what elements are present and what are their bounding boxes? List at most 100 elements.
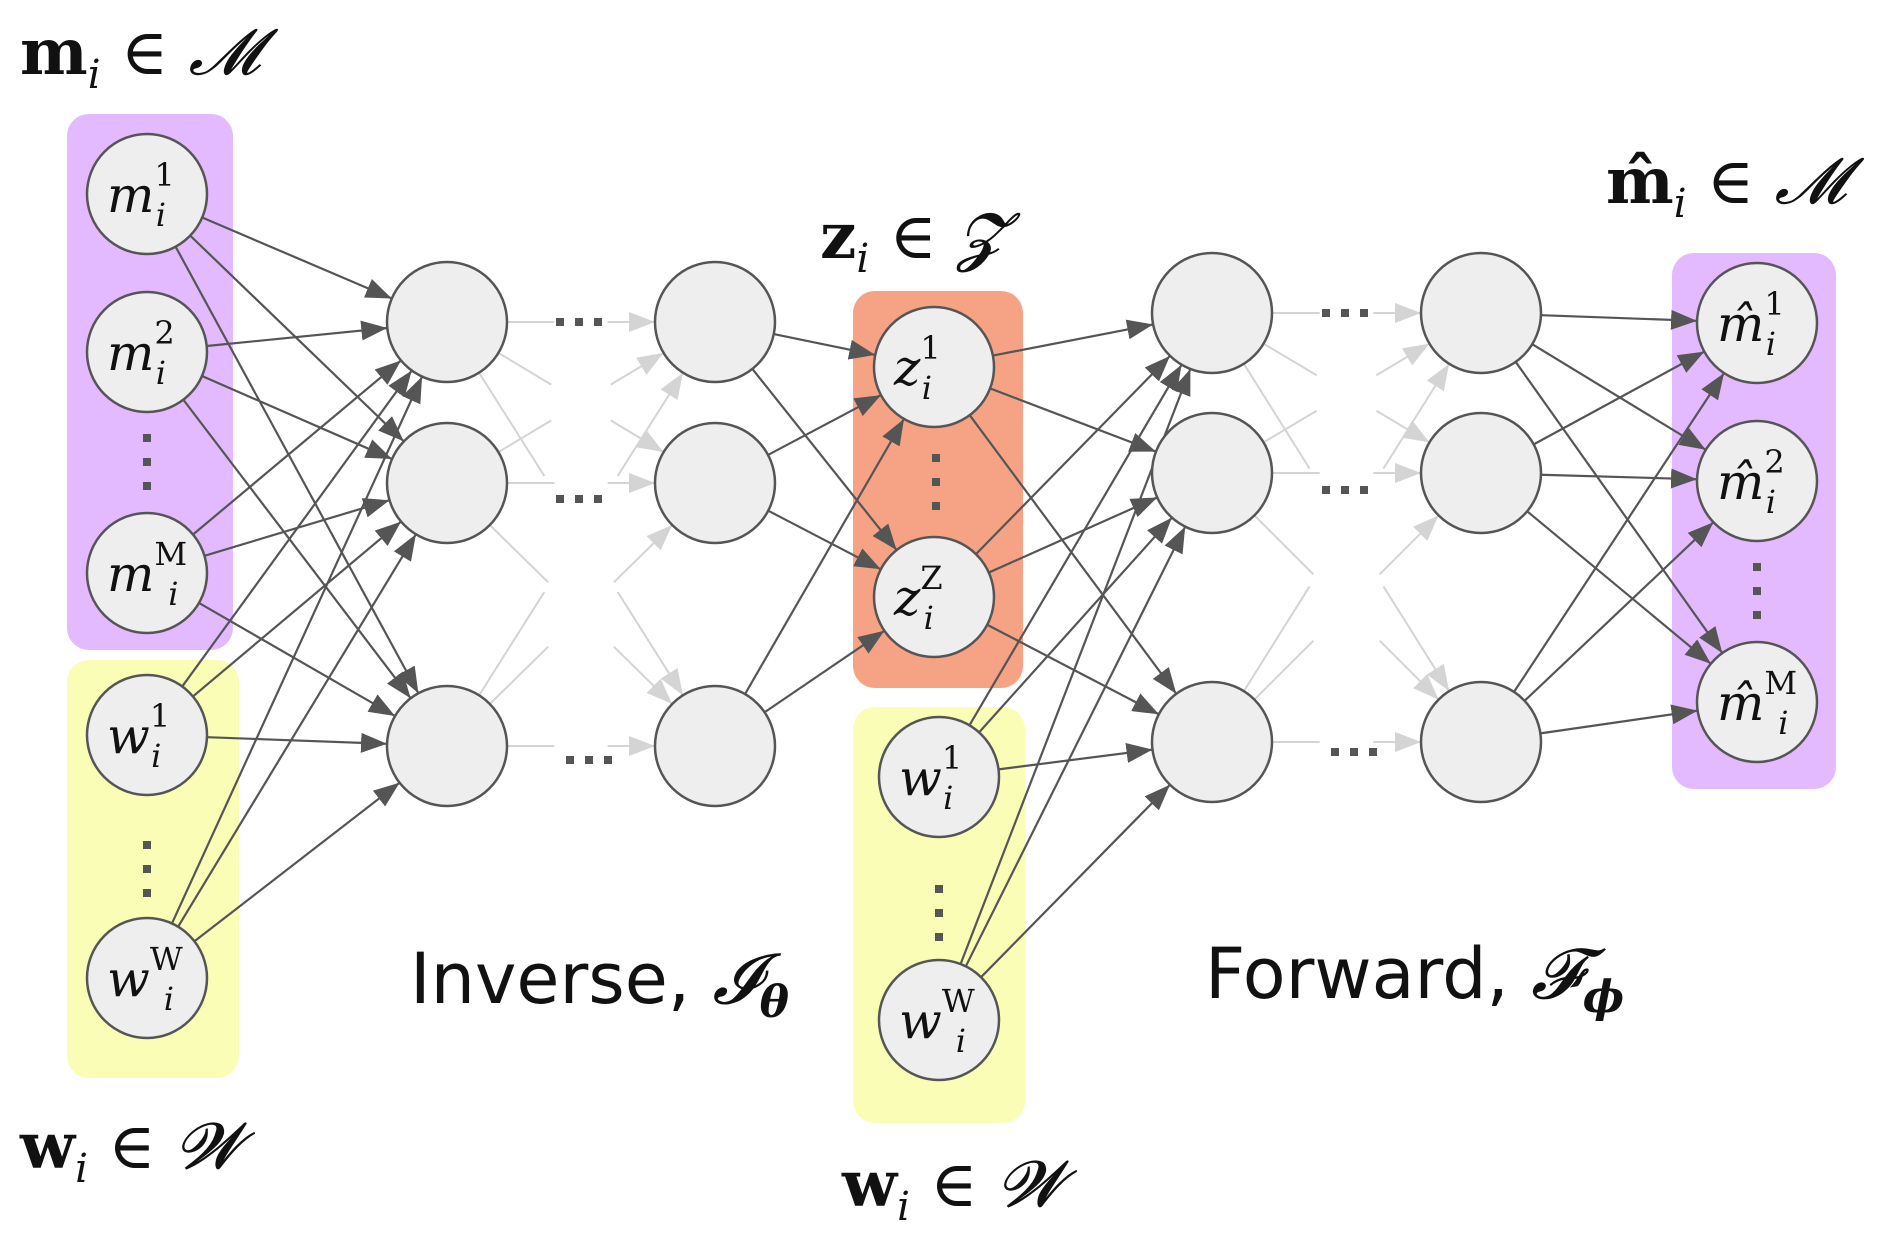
faint-edge-stub-out xyxy=(489,645,549,705)
edge-hidden-to-latent xyxy=(744,418,905,695)
horizontal-ellipsis xyxy=(575,495,583,503)
node-circle xyxy=(872,305,996,429)
vertical-ellipsis xyxy=(935,933,943,941)
horizontal-ellipsis xyxy=(594,495,602,503)
edge-hidden-to-latent xyxy=(767,509,882,571)
horizontal-ellipsis xyxy=(575,318,583,326)
hidden-node-inverse-1 xyxy=(385,260,509,384)
vertical-ellipsis xyxy=(143,434,151,442)
hidden-node-inverse-1 xyxy=(385,421,509,545)
edge-input-to-hidden xyxy=(201,375,393,460)
edge-hidden-to-output xyxy=(1526,510,1712,665)
faint-edge-stub-out xyxy=(1263,409,1318,444)
latent-set-label: zi ∈ 𝓩 xyxy=(820,199,1021,282)
edge-latent-to-hidden xyxy=(992,319,1154,357)
vertical-ellipsis xyxy=(932,454,940,462)
edge-input-to-hidden xyxy=(182,399,412,699)
edge-hidden-to-output xyxy=(1533,350,1705,446)
condition-set-label-mid: wi ∈ 𝓦 xyxy=(841,1147,1078,1230)
edge-condition-to-hidden xyxy=(206,732,388,753)
horizontal-ellipsis xyxy=(1360,486,1368,494)
edge-hidden-to-output xyxy=(1540,704,1698,735)
forward-caption: Forward, 𝓕ϕ xyxy=(1205,933,1624,1023)
faint-edge-stub-out xyxy=(1253,514,1315,576)
faint-edge-stub-in xyxy=(616,591,684,696)
hidden-node-inverse-2 xyxy=(653,421,777,545)
horizontal-ellipsis xyxy=(604,756,612,764)
horizontal-ellipsis xyxy=(566,756,574,764)
faint-edge-stub-in xyxy=(610,419,665,453)
hidden-node-forward-2 xyxy=(1419,680,1543,804)
edge-hidden-to-latent xyxy=(773,332,876,360)
input-set-label: mi ∈ 𝓜 xyxy=(20,15,279,98)
edge-hidden-to-output xyxy=(1540,309,1698,330)
hidden-node-inverse-2 xyxy=(653,260,777,384)
edge-condition-to-hidden xyxy=(998,743,1153,771)
edge-input-to-hidden xyxy=(192,359,402,536)
node-circle xyxy=(1695,261,1819,385)
edge-hidden-to-output xyxy=(1540,468,1698,489)
faint-edge-stub-out xyxy=(478,591,546,696)
hidden-node-inverse-1 xyxy=(385,684,509,808)
edge-hidden-to-output xyxy=(1523,521,1715,702)
faint-edge-stub-in xyxy=(613,524,673,584)
edge-condition-to-hidden xyxy=(968,364,1183,726)
horizontal-ellipsis xyxy=(1341,309,1349,317)
edge-input-to-hidden xyxy=(198,602,396,717)
edge-hidden-to-output xyxy=(1514,361,1724,654)
faint-edge-stub-in xyxy=(610,352,665,386)
edge-condition-to-hidden xyxy=(192,520,402,698)
node-circle xyxy=(877,715,1001,839)
horizontal-ellipsis xyxy=(1322,309,1330,317)
horizontal-ellipsis xyxy=(1360,309,1368,317)
faint-edge-stub-in xyxy=(1378,639,1440,701)
faint-edge-stub-out xyxy=(489,524,549,584)
node-circle xyxy=(85,916,209,1040)
edge-latent-to-hidden xyxy=(975,355,1171,555)
node-circle xyxy=(1695,640,1819,764)
edge-condition-to-hidden xyxy=(964,526,1187,967)
horizontal-ellipsis xyxy=(1350,748,1358,756)
hidden-node-inverse-2 xyxy=(653,684,777,808)
edge-latent-to-hidden xyxy=(989,387,1157,453)
node-circle xyxy=(85,673,209,797)
vertical-ellipsis xyxy=(143,458,151,466)
faint-edge-stub-out xyxy=(1243,585,1311,692)
faint-edge-stub-out xyxy=(1243,363,1311,470)
edge-input-to-hidden xyxy=(174,246,420,694)
hidden-node-forward-2 xyxy=(1419,251,1543,375)
horizontal-ellipsis xyxy=(1369,748,1377,756)
inverse-caption: Inverse, 𝓘θ xyxy=(410,938,790,1028)
edge-input-to-hidden xyxy=(189,234,405,443)
horizontal-ellipsis xyxy=(1341,486,1349,494)
faint-edge-stub-in xyxy=(616,372,684,477)
vertical-ellipsis xyxy=(143,841,151,849)
faint-edge-stub-in xyxy=(613,645,673,705)
faint-edge-stub-out xyxy=(497,419,552,453)
edge-condition-to-hidden xyxy=(177,533,417,928)
vertical-ellipsis xyxy=(143,889,151,897)
horizontal-ellipsis xyxy=(1322,486,1330,494)
vertical-ellipsis xyxy=(932,502,940,510)
node-circle xyxy=(877,958,1001,1082)
edge-input-to-hidden xyxy=(201,216,393,300)
edge-latent-to-hidden xyxy=(968,414,1178,695)
faint-edge-stub-in xyxy=(1375,409,1430,444)
edge-hidden-to-latent xyxy=(767,394,882,456)
horizontal-ellipsis xyxy=(594,318,602,326)
hidden-node-forward-1 xyxy=(1150,411,1274,535)
